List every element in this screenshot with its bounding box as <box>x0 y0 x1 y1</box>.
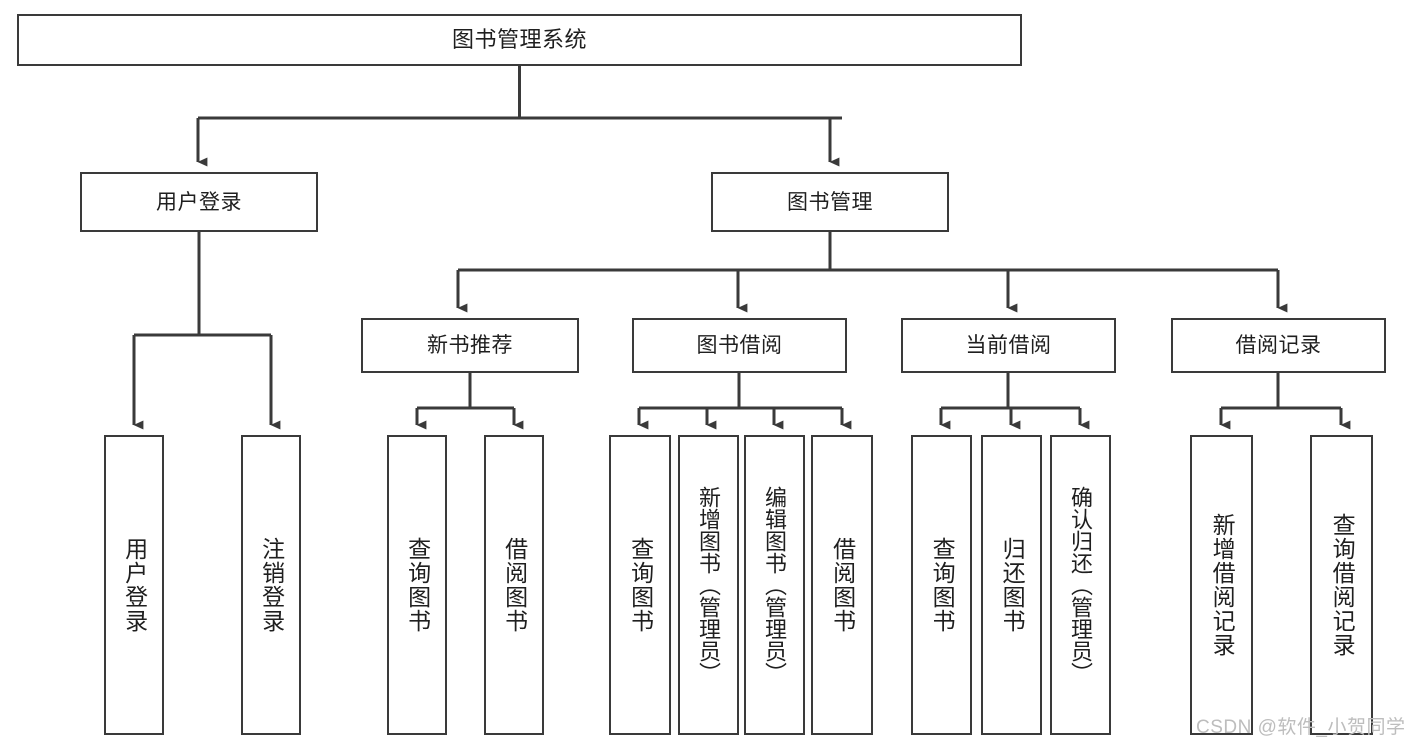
node-borrow-records[interactable]: 借阅记录 <box>1171 318 1386 373</box>
edges-records-to-leaves <box>1219 373 1351 430</box>
node-current-borrow[interactable]: 当前借阅 <box>901 318 1116 373</box>
leaf-query-books-recommend[interactable]: 查询图书 <box>387 435 447 735</box>
leaf-user-logout[interactable]: 注销登录 <box>241 435 301 735</box>
edges-bookmgmt-to-level3 <box>456 232 1288 313</box>
edges-root-to-level2 <box>196 66 842 167</box>
edges-userlogin-to-leaves <box>132 232 281 430</box>
leaf-edit-book-admin[interactable]: 编辑图书（管理员） <box>744 435 805 735</box>
edges-newbook-to-leaves <box>415 373 524 430</box>
edges-borrow-to-leaves <box>637 373 852 430</box>
node-book-management[interactable]: 图书管理 <box>711 172 949 232</box>
leaf-return-books[interactable]: 归还图书 <box>981 435 1042 735</box>
leaf-borrow-books[interactable]: 借阅图书 <box>811 435 873 735</box>
node-user-login[interactable]: 用户登录 <box>80 172 318 232</box>
leaf-borrow-books-recommend[interactable]: 借阅图书 <box>484 435 544 735</box>
node-book-borrow[interactable]: 图书借阅 <box>632 318 847 373</box>
node-new-book-recommend[interactable]: 新书推荐 <box>361 318 579 373</box>
node-root-system[interactable]: 图书管理系统 <box>17 14 1022 66</box>
edges-current-to-leaves <box>939 373 1090 430</box>
leaf-query-books-current[interactable]: 查询图书 <box>911 435 972 735</box>
leaf-query-books-borrow[interactable]: 查询图书 <box>609 435 671 735</box>
leaf-query-borrow-record[interactable]: 查询借阅记录 <box>1310 435 1373 735</box>
leaf-confirm-return-admin[interactable]: 确认归还（管理员） <box>1050 435 1111 735</box>
leaf-add-book-admin[interactable]: 新增图书（管理员） <box>678 435 739 735</box>
leaf-add-borrow-record[interactable]: 新增借阅记录 <box>1190 435 1253 735</box>
leaf-user-login[interactable]: 用户登录 <box>104 435 164 735</box>
